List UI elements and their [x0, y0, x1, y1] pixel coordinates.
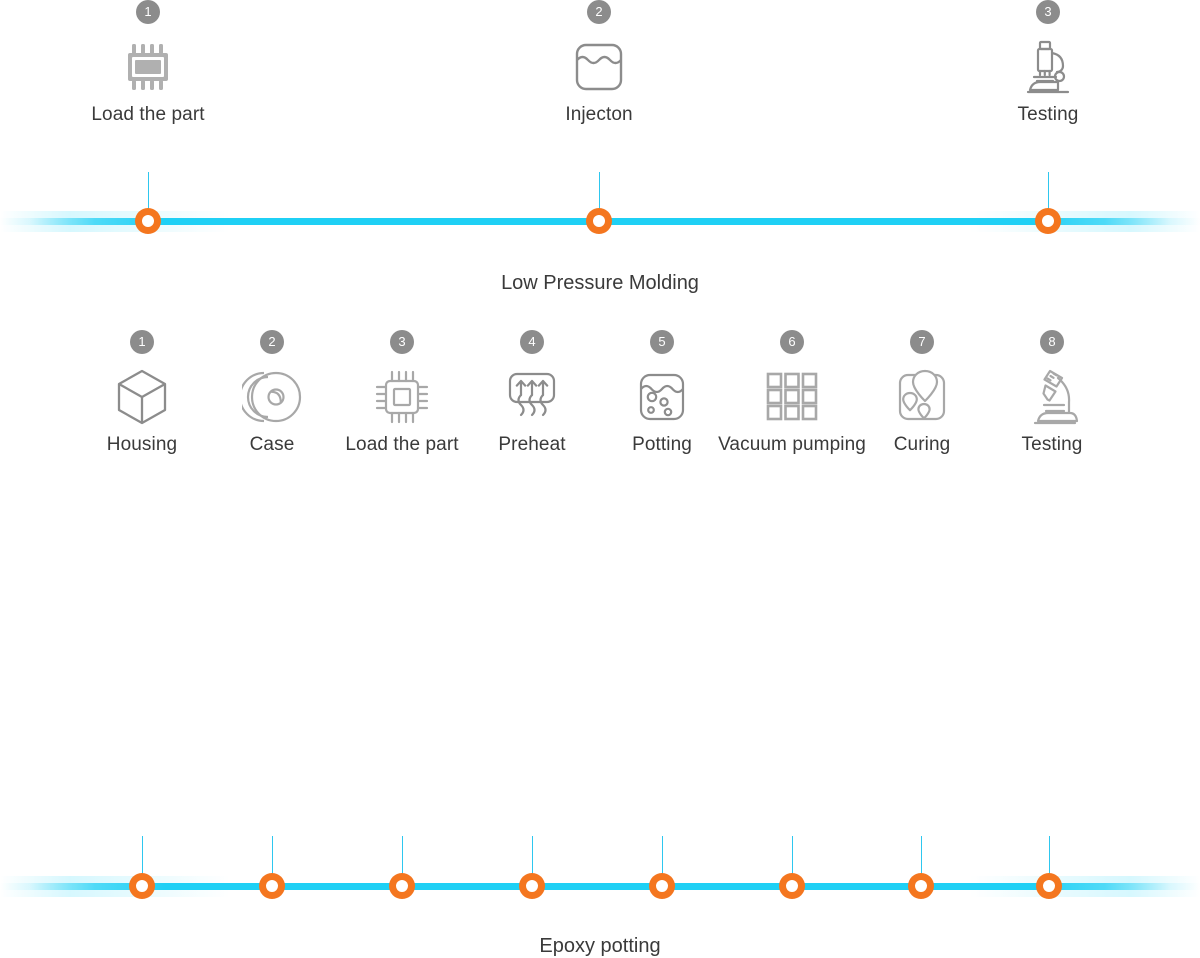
timeline-step-8[interactable]: 8 Testing [942, 330, 1162, 456]
timeline-step-1[interactable]: 1 Housing [32, 330, 252, 456]
timeline-step-7[interactable]: 7 Curing [812, 330, 1032, 456]
timeline-step-label: Testing [1017, 104, 1079, 125]
timeline-marker-2[interactable] [586, 208, 612, 234]
step-number-badge: 1 [136, 0, 160, 24]
timeline-marker-1[interactable] [129, 873, 155, 899]
droplets-icon [812, 360, 1032, 434]
timeline-marker-2[interactable] [259, 873, 285, 899]
timeline-marker-3[interactable] [1035, 208, 1061, 234]
step-number-badge: 2 [587, 0, 611, 24]
timeline-step-2[interactable]: 2 Case [162, 330, 382, 456]
section-caption-low-pressure-molding: Low Pressure Molding [501, 272, 699, 294]
timeline-step-label: Injecton [565, 104, 633, 125]
section-caption-epoxy-potting: Epoxy potting [539, 935, 661, 957]
step-number-badge: 3 [390, 330, 414, 354]
step-number-badge: 3 [1036, 0, 1060, 24]
timeline-step-3[interactable]: 3 Testing [938, 0, 1158, 126]
liquid-container-icon [489, 30, 709, 104]
timeline-step-label: Housing [106, 434, 178, 455]
timeline-step-6[interactable]: 6 Vacuum pumping [682, 330, 902, 456]
timeline-rail [0, 883, 1200, 890]
timeline-step-label: Curing [893, 434, 951, 455]
timeline-step-label: Load the part [91, 104, 205, 125]
grid-squares-icon [682, 360, 902, 434]
timeline-step-label: Load the part [345, 434, 459, 455]
timeline-marker-1[interactable] [135, 208, 161, 234]
timeline-stem [1047, 172, 1049, 221]
step-number-badge: 8 [1040, 330, 1064, 354]
timeline-marker-8[interactable] [1036, 873, 1062, 899]
cube-icon [32, 360, 252, 434]
microscope-tilt-icon [942, 360, 1162, 434]
timeline-step-label: Preheat [498, 434, 566, 455]
timeline-marker-4[interactable] [519, 873, 545, 899]
timeline-stem [598, 172, 600, 221]
timeline-step-label: Vacuum pumping [718, 434, 866, 455]
chip-outline-icon [292, 360, 512, 434]
chip-filled-icon [38, 30, 258, 104]
spool-disc-icon [162, 360, 382, 434]
timeline-section-epoxy-potting: 1 Housing 2 Case 3 [0, 330, 1200, 957]
timeline-marker-7[interactable] [908, 873, 934, 899]
step-number-badge: 1 [130, 330, 154, 354]
timeline-step-label: Case [249, 434, 295, 455]
timeline-step-4[interactable]: 4 Preheat [422, 330, 642, 456]
step-number-badge: 5 [650, 330, 674, 354]
timeline-marker-6[interactable] [779, 873, 805, 899]
timeline-step-label: Testing [1021, 434, 1083, 455]
microscope-icon [938, 30, 1158, 104]
timeline-step-3[interactable]: 3 Load the part [292, 330, 512, 456]
timeline-step-label: Potting [632, 434, 692, 455]
timeline-stem [147, 172, 149, 221]
timeline-section-low-pressure-molding: 1 Load the part 2 [0, 0, 1200, 310]
timeline-marker-5[interactable] [649, 873, 675, 899]
heat-arrows-icon [422, 360, 642, 434]
timeline-marker-3[interactable] [389, 873, 415, 899]
step-number-badge: 2 [260, 330, 284, 354]
bubbles-liquid-icon [552, 360, 772, 434]
step-number-badge: 6 [780, 330, 804, 354]
step-number-badge: 7 [910, 330, 934, 354]
step-number-badge: 4 [520, 330, 544, 354]
timeline-step-1[interactable]: 1 Load the part [38, 0, 258, 126]
timeline-step-5[interactable]: 5 Potting [552, 330, 772, 456]
timeline-step-2[interactable]: 2 Injecton [489, 0, 709, 126]
